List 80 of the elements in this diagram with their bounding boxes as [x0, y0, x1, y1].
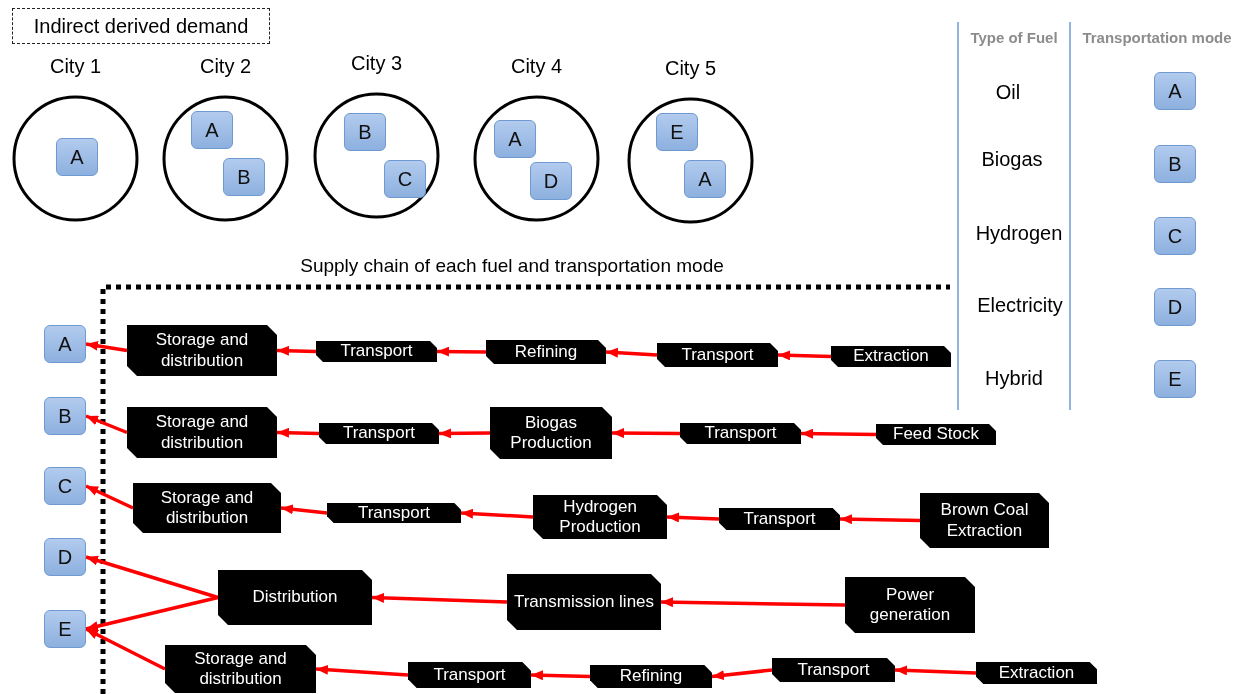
arrow [666, 512, 720, 523]
arrow [85, 484, 134, 510]
arrow [85, 627, 166, 671]
arrow [276, 427, 320, 438]
process-box: Refining [486, 340, 606, 364]
arrow [894, 665, 977, 676]
arrow [530, 670, 591, 681]
mode-box: E [1154, 360, 1196, 398]
process-box: Refining [590, 665, 712, 688]
heading-frame: Indirect derived demand [12, 8, 270, 44]
process-box: Storage and distribution [165, 645, 316, 693]
mode-box: B [1154, 145, 1196, 183]
arrow [280, 504, 328, 515]
process-box: Distribution [218, 570, 372, 625]
arrow [711, 668, 773, 681]
mode-box: A [1154, 72, 1196, 110]
arrow [460, 508, 534, 519]
mode-box: D [44, 538, 86, 576]
mode-box: B [44, 397, 86, 435]
mode-box: A [684, 160, 726, 198]
process-box: Storage and distribution [127, 325, 277, 376]
process-box: Feed Stock [876, 424, 996, 445]
arrow [612, 428, 680, 439]
arrow [777, 350, 832, 361]
mode-box: A [56, 138, 98, 176]
process-box: Transport [327, 503, 461, 523]
process-box: Extraction [976, 662, 1097, 684]
mode-box: C [1154, 217, 1196, 255]
city-name: City 1 [48, 55, 103, 78]
mode-box: D [530, 162, 572, 200]
process-box: Biogas Production [490, 407, 612, 459]
process-box: Storage and distribution [133, 483, 281, 533]
mode-box: C [384, 160, 426, 198]
column-header: Transportation mode [1082, 29, 1232, 46]
arrow [276, 345, 317, 356]
fuel-type: Oil [995, 81, 1021, 104]
mode-box: B [223, 158, 265, 196]
process-box: Storage and distribution [127, 407, 277, 458]
process-box: Transport [408, 662, 531, 688]
arrow [660, 597, 846, 608]
mode-box: A [494, 120, 536, 158]
arrow [85, 414, 128, 435]
arrow [315, 664, 409, 677]
mode-box: D [1154, 288, 1196, 326]
mode-box: C [44, 467, 86, 505]
arrow [605, 347, 658, 358]
city-name: City 2 [198, 55, 253, 78]
process-box: Hydrogen Production [533, 495, 667, 539]
process-box: Extraction [831, 346, 951, 367]
mode-box: E [656, 113, 698, 151]
arrow [85, 555, 219, 600]
process-box: Power generation [845, 577, 975, 633]
fuel-type: Hybrid [985, 367, 1043, 390]
arrow [85, 340, 128, 353]
column-header: Type of Fuel [970, 29, 1058, 46]
section-heading: Supply chain of each fuel and transportation mode [300, 255, 724, 277]
arrow [371, 592, 508, 604]
fuel-type: Biogas [981, 148, 1043, 171]
process-box: Brown Coal Extraction [920, 493, 1049, 548]
arrow [439, 428, 490, 439]
process-box: Transport [680, 423, 801, 444]
mode-box: B [344, 113, 386, 151]
mode-box: A [191, 111, 233, 149]
process-box: Transport [772, 658, 895, 682]
arrow [839, 514, 921, 525]
process-box: Transport [316, 341, 437, 362]
fuel-type: Electricity [977, 294, 1063, 317]
process-box: Transmission lines [507, 574, 661, 630]
city-name: City 4 [509, 55, 564, 78]
arrow [85, 595, 219, 632]
city-name: City 3 [349, 52, 404, 75]
fuel-type: Hydrogen [975, 222, 1063, 245]
process-box: Transport [719, 508, 840, 530]
process-box: Transport [657, 343, 778, 367]
arrow [800, 428, 877, 439]
process-box: Transport [319, 423, 439, 444]
city-name: City 5 [663, 57, 718, 80]
arrow [437, 346, 486, 357]
mode-box: A [44, 325, 86, 363]
mode-box: E [44, 610, 86, 648]
